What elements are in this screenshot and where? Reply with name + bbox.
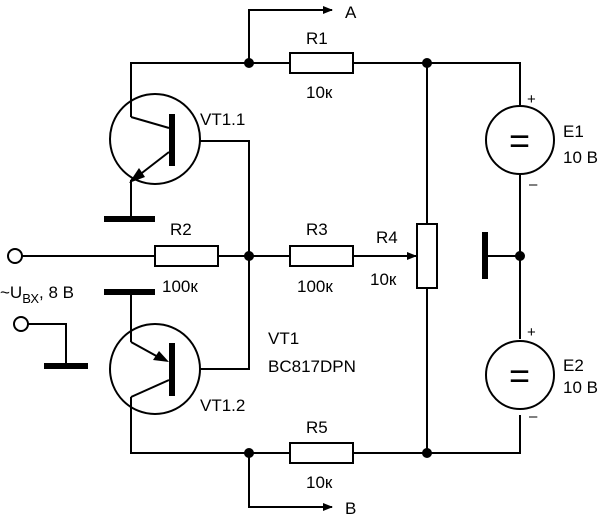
transistor-vt1-2 <box>104 289 201 415</box>
label-vt1-name: VT1 <box>268 329 299 348</box>
label-r4-value: 10к <box>370 270 397 289</box>
label-e2-plus: + <box>527 324 536 341</box>
battery-e2 <box>485 340 555 410</box>
label-e1-value: 10 В <box>563 148 598 167</box>
label-r4-name: R4 <box>376 228 398 247</box>
label-e2-value: 10 В <box>563 378 598 397</box>
label-e2-minus: – <box>529 408 538 425</box>
wire-output-b <box>248 453 333 511</box>
input-ground-terminal <box>13 316 29 332</box>
transistor-vt1-1 <box>104 93 201 222</box>
label-r3-name: R3 <box>306 220 328 239</box>
label-e1-minus: – <box>529 176 538 193</box>
label-r1-value: 10к <box>306 83 333 102</box>
label-e2-symbol: = <box>509 355 530 396</box>
input-terminal <box>7 248 23 264</box>
label-vt1-part: BC817DPN <box>268 357 356 376</box>
resistor-r1 <box>289 52 354 74</box>
label-r2-name: R2 <box>170 220 192 239</box>
label-r5-name: R5 <box>306 418 328 437</box>
label-input-voltage: ~UВХ, 8 В <box>0 283 74 306</box>
junctions <box>244 58 525 458</box>
resistor-r2 <box>154 245 219 267</box>
label-e2-name: E2 <box>563 356 584 375</box>
label-e1-plus: + <box>527 91 536 108</box>
label-r3-value: 100к <box>297 277 333 296</box>
resistor-r5 <box>289 442 354 464</box>
resistor-r3 <box>289 245 354 267</box>
battery-e1 <box>485 105 555 175</box>
label-e1-symbol: = <box>509 120 530 161</box>
label-vt1-2: VT1.2 <box>200 396 245 415</box>
label-r5-value: 10к <box>306 473 333 492</box>
potentiometer-r4 <box>416 223 438 289</box>
label-e1-name: E1 <box>563 122 584 141</box>
label-vt1-1: VT1.1 <box>200 110 245 129</box>
label-output-b: B <box>345 499 356 518</box>
wires <box>21 6 521 511</box>
label-r2-value: 100к <box>162 277 198 296</box>
wire-output-a <box>248 6 333 63</box>
wire-input-ground <box>27 323 67 365</box>
label-r1-name: R1 <box>306 29 328 48</box>
label-output-a: A <box>345 3 357 22</box>
